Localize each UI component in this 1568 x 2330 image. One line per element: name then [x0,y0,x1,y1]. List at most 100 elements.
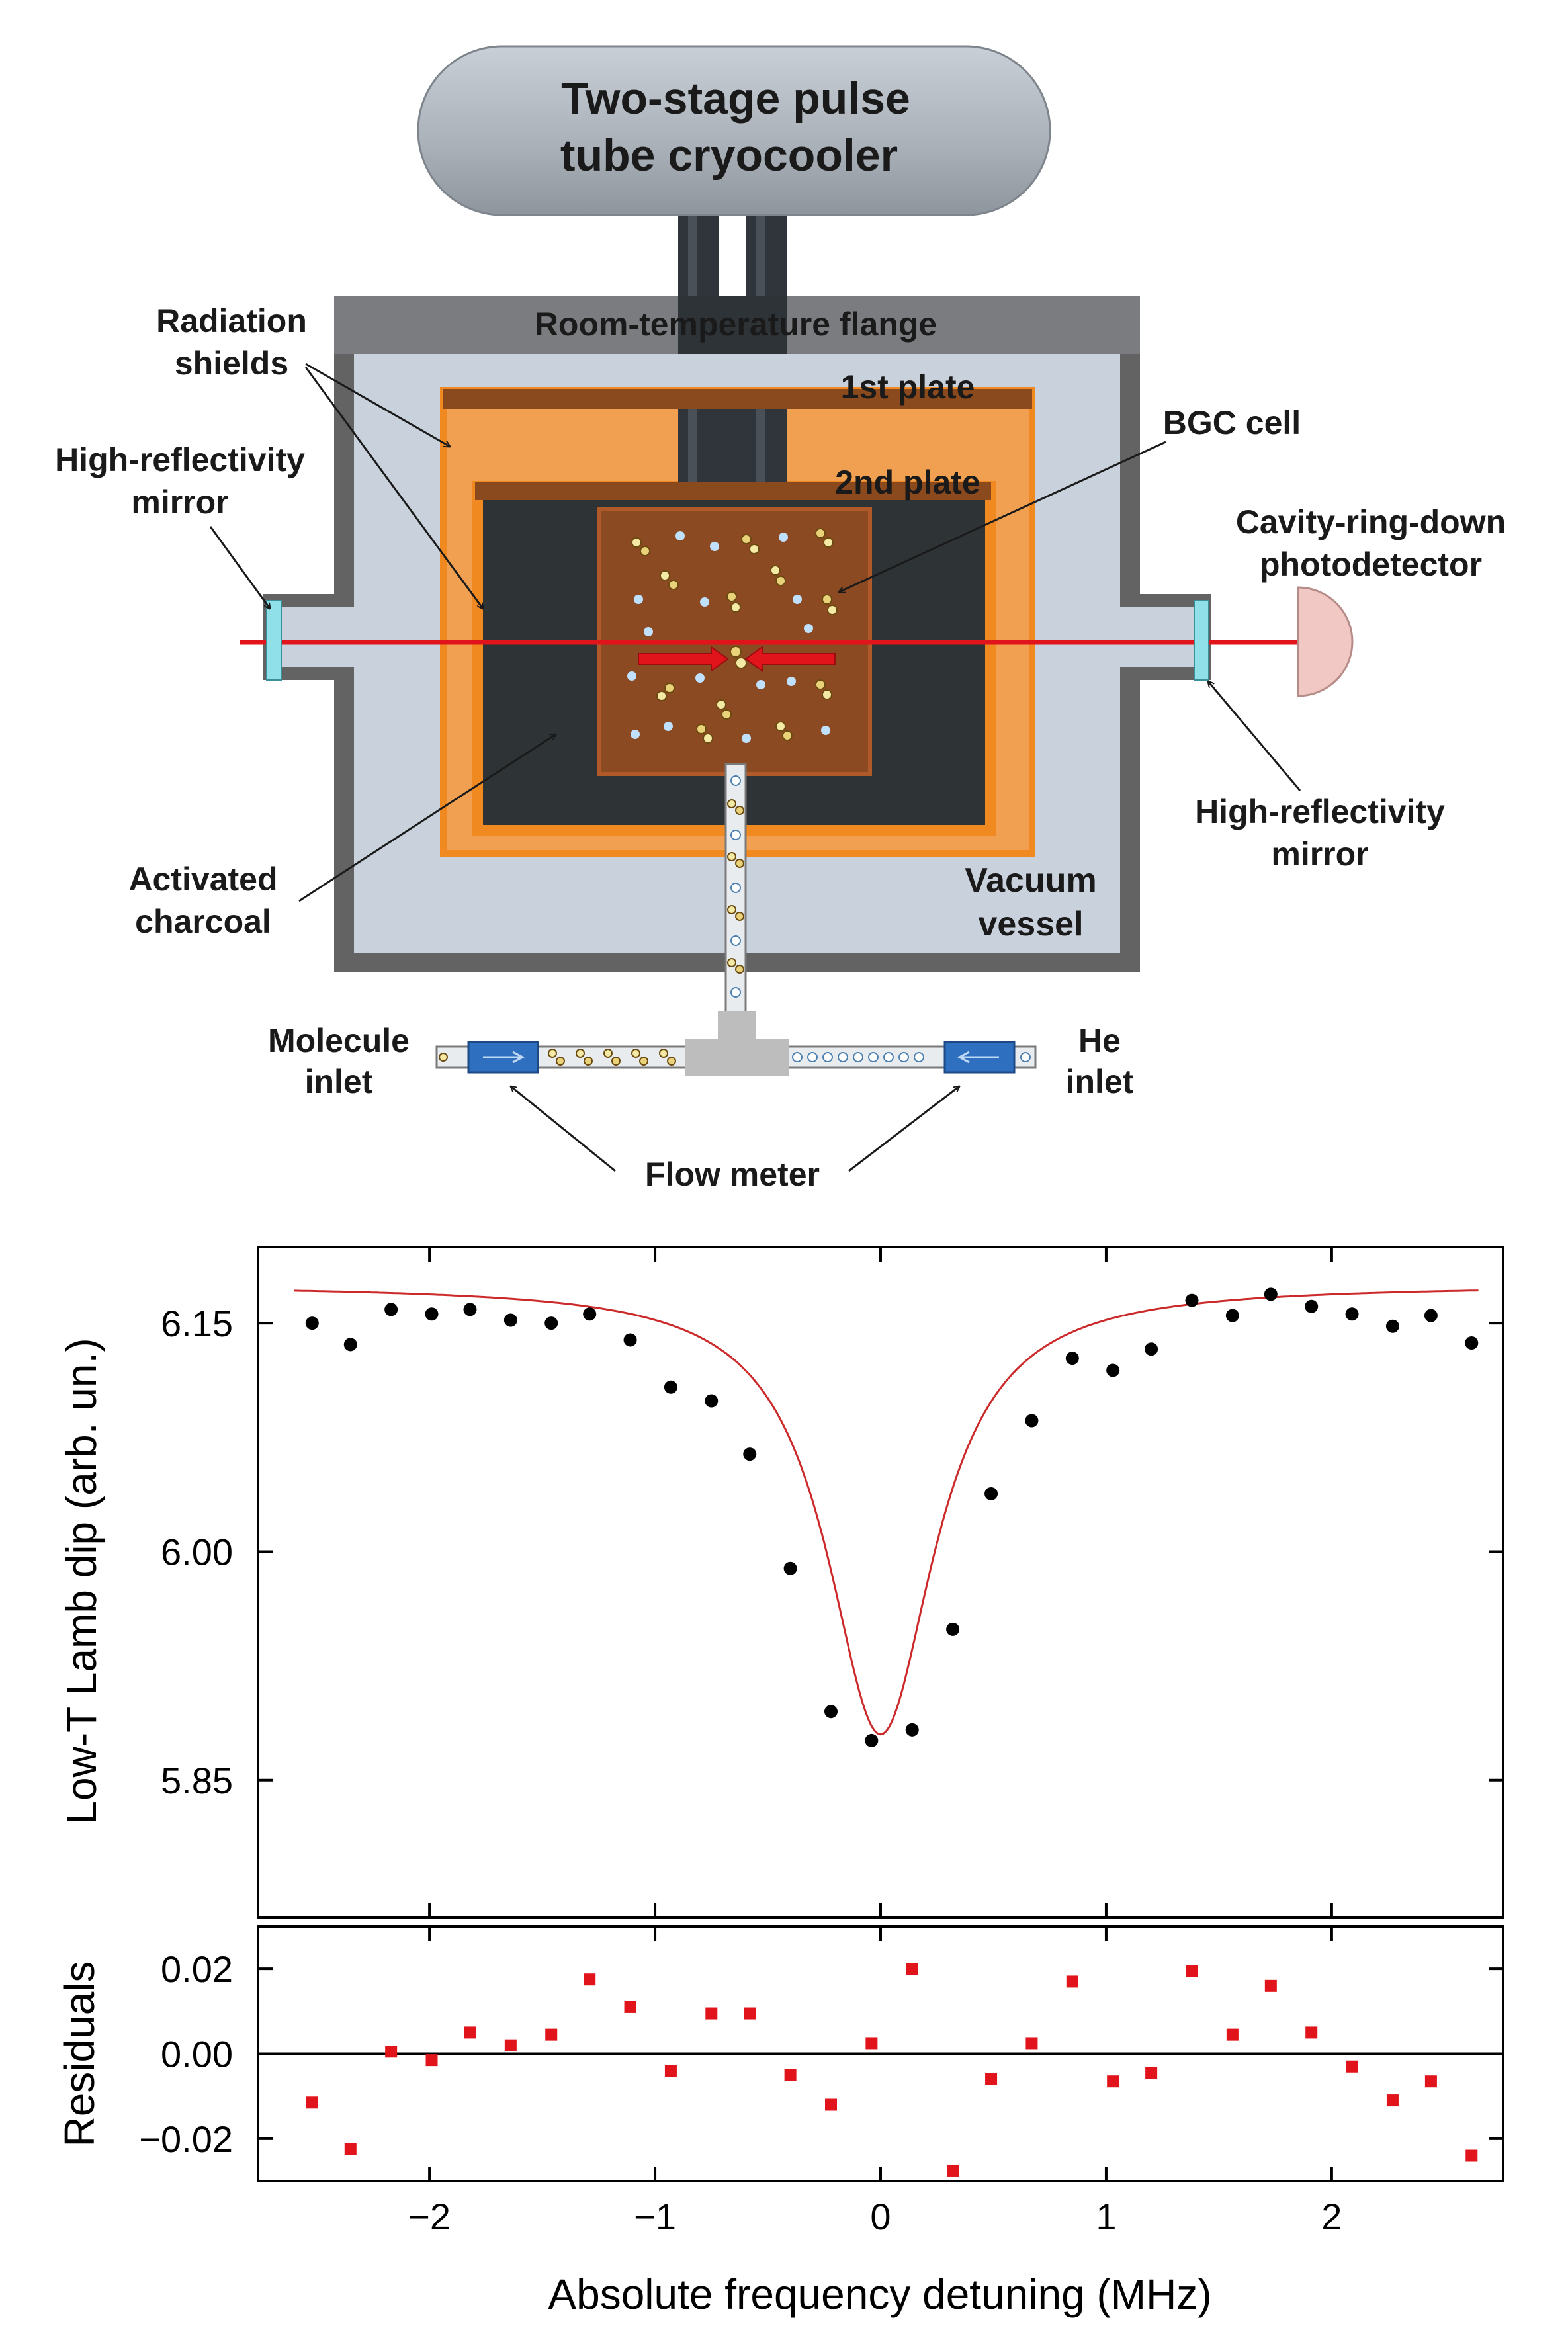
residual-data-point [545,2028,558,2041]
residual-data-point [1186,1965,1198,1977]
residual-data-point [385,2046,398,2058]
lamb-dip-data-point [1025,1414,1039,1428]
right-mirror-label-line2: mirror [1271,836,1368,873]
radiation-shields-label-line1: Radiation [156,302,307,339]
cryocooler-label-line1: Two-stage pulse [561,73,910,124]
second-plate [475,482,991,500]
lamb-dip-data-point [503,1313,517,1327]
lamb-dip-data-point [1065,1352,1079,1365]
x-axis-label: Absolute frequency detuning (MHz) [548,2270,1211,2318]
residual-data-point [624,2001,636,2013]
lamb-dip-data-point [1106,1363,1120,1377]
arrow-to-charcoal [298,734,556,902]
arrow-to-inner-shield [304,367,483,609]
lamb-dip-y-tick-label: 5.85 [161,1760,233,1801]
lamb-dip-data-point [984,1487,998,1500]
photodetector-label-line2: photodetector [1260,546,1482,583]
residuals-data-points [306,1963,1478,2177]
lamb-dip-data-point [583,1307,597,1321]
schematic-panel: Two-stage pulse tube cryocooler Room-tem… [55,45,1506,1193]
residual-data-point [1264,1979,1277,1992]
flow-meter-right [943,1041,1016,1074]
radiation-shields-label-line2: shields [175,345,288,382]
lamb-dip-data-point [463,1303,477,1316]
lamb-dip-data-point [305,1316,319,1330]
molecule-inlet-label-line2: inlet [305,1063,373,1100]
charcoal-label-line2: charcoal [135,903,271,940]
lamb-dip-data-point [865,1733,879,1747]
molecule-inlet-label-line1: Molecule [268,1022,410,1059]
arrow-to-left-flow-meter [511,1086,616,1172]
residual-data-point [584,1973,596,1986]
collision-arrow-left [638,646,729,672]
lamb-dip-data-point [1465,1336,1479,1350]
he-inlet-label-line1: He [1078,1022,1121,1059]
arrow-to-bgc-cell [839,441,1166,592]
leader-arrows [209,363,1301,1172]
residuals-y-tick-label: −0.02 [139,2118,233,2160]
lamb-dip-data-point [824,1705,838,1719]
tee-junction-body [685,1039,789,1076]
lamb-dip-data-points [305,1287,1479,1747]
lamb-dip-data-point [343,1338,357,1352]
residuals-x-tick-label: 1 [1096,2196,1116,2237]
arrow-to-left-mirror [209,526,270,609]
lamb-dip-data-point [544,1316,558,1330]
lamb-dip-y-tick-labels: 6.15 6.00 5.85 [161,1303,233,1801]
residual-data-point [1346,2060,1358,2073]
left-mirror-label-line1: High-reflectivity [55,441,305,478]
second-plate-label: 2nd plate [835,464,980,501]
residual-data-point [1226,2028,1239,2041]
lamb-dip-data-point [705,1394,719,1408]
lamb-dip-ticks [258,1247,1503,1917]
lamb-dip-data-point [905,1723,919,1737]
residual-data-point [1386,2094,1399,2107]
residual-data-point [744,2007,756,2020]
left-mirror-label-line2: mirror [131,484,228,521]
lamb-dip-data-point [1305,1299,1319,1313]
residuals-y-axis-label: Residuals [56,1961,103,2147]
lamb-dip-y-axis-label: Low-T Lamb dip (arb. un.) [58,1338,105,1824]
lamb-dip-chart: 6.15 6.00 5.85 Low-T Lamb dip (arb. un.) [58,1246,1504,1919]
residual-data-point [1305,2026,1318,2039]
lamb-dip-y-axis-label-text: Low-T Lamb dip (arb. un.) [58,1338,105,1824]
left-mirror [266,600,282,681]
lamb-dip-y-tick-label: 6.00 [161,1531,233,1573]
collision-arrow-right [744,646,836,672]
flange-label: Room-temperature flange [535,306,937,343]
residual-data-point [1025,2037,1038,2050]
lamb-dip-data-point [664,1380,677,1394]
photodetector [1297,586,1354,697]
lamb-dip-data-point [384,1303,398,1316]
residual-data-point [705,2007,718,2020]
residual-data-point [1107,2075,1119,2088]
residual-data-point [1465,2149,1478,2162]
lamb-dip-data-point [743,1447,757,1461]
residuals-x-tick-label: −1 [634,2196,676,2237]
he-inlet-label-line2: inlet [1066,1063,1134,1100]
residual-data-point [906,1963,918,1975]
first-plate [443,389,1032,409]
arrow-to-right-mirror [1208,681,1301,791]
first-plate-label: 1st plate [841,368,975,406]
lamb-dip-y-tick-label: 6.15 [161,1303,233,1344]
photodetector-label-line1: Cavity-ring-down [1236,503,1506,540]
residual-data-point [306,2096,318,2109]
cryocooler-body [417,45,1051,216]
residual-data-point [985,2073,998,2085]
residual-data-point [784,2069,797,2081]
fill-tube-molecules [727,775,744,998]
residuals-x-tick-label: 2 [1321,2196,1342,2237]
cryocooler-label-line2: tube cryocooler [560,130,898,181]
lamb-dip-plot-frame [257,1246,1504,1919]
flow-meter-label: Flow meter [645,1156,820,1193]
residual-data-point [464,2026,476,2039]
residual-data-point [947,2164,959,2177]
lamb-dip-data-point [1424,1309,1438,1322]
residual-data-point [504,2039,517,2051]
residual-data-point [1145,2067,1158,2079]
residual-data-point [664,2065,677,2077]
flow-meter-left [467,1041,539,1074]
